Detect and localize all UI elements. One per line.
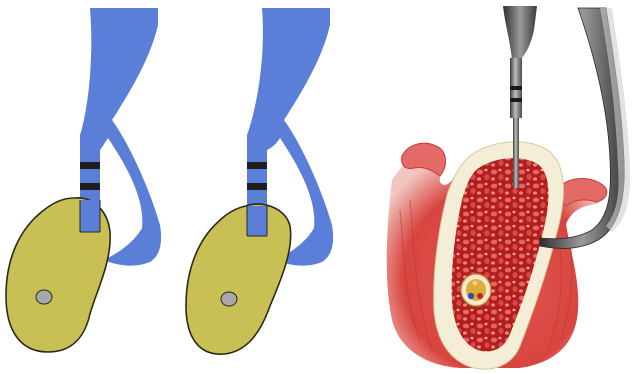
probe-band-2a [247, 162, 267, 169]
illustration-panel [387, 6, 630, 369]
probe-band-2b [247, 183, 267, 190]
probe-band-1b [80, 183, 100, 190]
marrow-spot-1 [36, 290, 52, 304]
nerve-canal [461, 274, 491, 306]
probe-tip-2 [247, 206, 267, 236]
schematic-panel-2 [186, 8, 333, 354]
probe-band-1a [80, 162, 100, 169]
schematic-panel-1 [6, 8, 161, 352]
probe-tip-1 [80, 200, 100, 232]
bone-section-2 [186, 204, 291, 354]
marrow-spot-2 [221, 292, 237, 306]
